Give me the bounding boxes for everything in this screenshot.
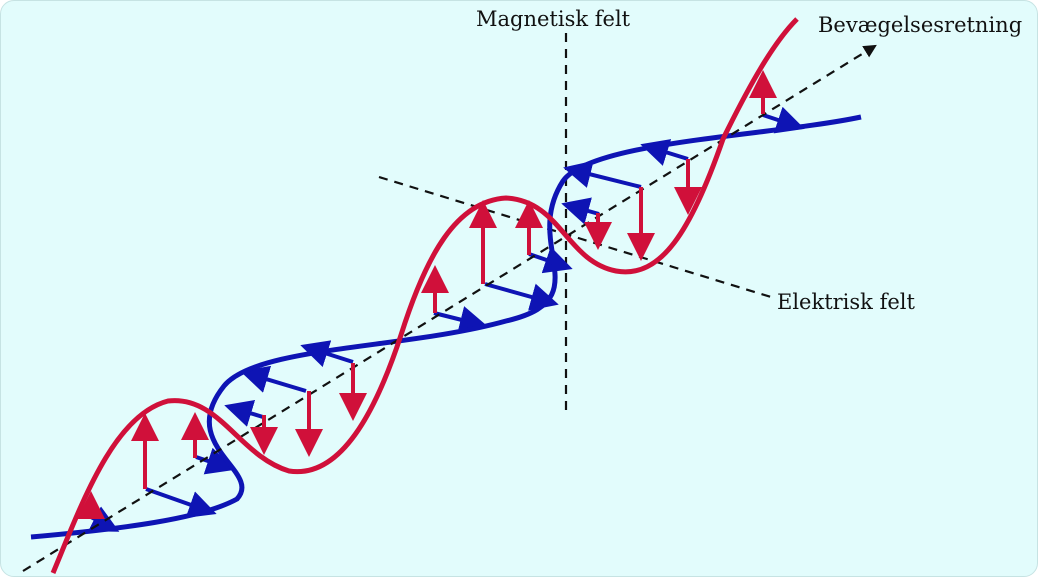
electric-wave — [50, 17, 799, 574]
magnetic-field-vectors — [88, 106, 805, 532]
electric-field-axis — [378, 175, 772, 299]
electric-field-vectors — [77, 70, 777, 519]
magnetic-wave — [30, 114, 862, 540]
propagation-direction-label: Bevægelsesretning — [818, 13, 1022, 37]
propagation-axis — [22, 44, 877, 572]
magnetic-field-label: Magnetisk felt — [476, 7, 631, 31]
electric-field-label: Elektrisk felt — [777, 290, 915, 314]
